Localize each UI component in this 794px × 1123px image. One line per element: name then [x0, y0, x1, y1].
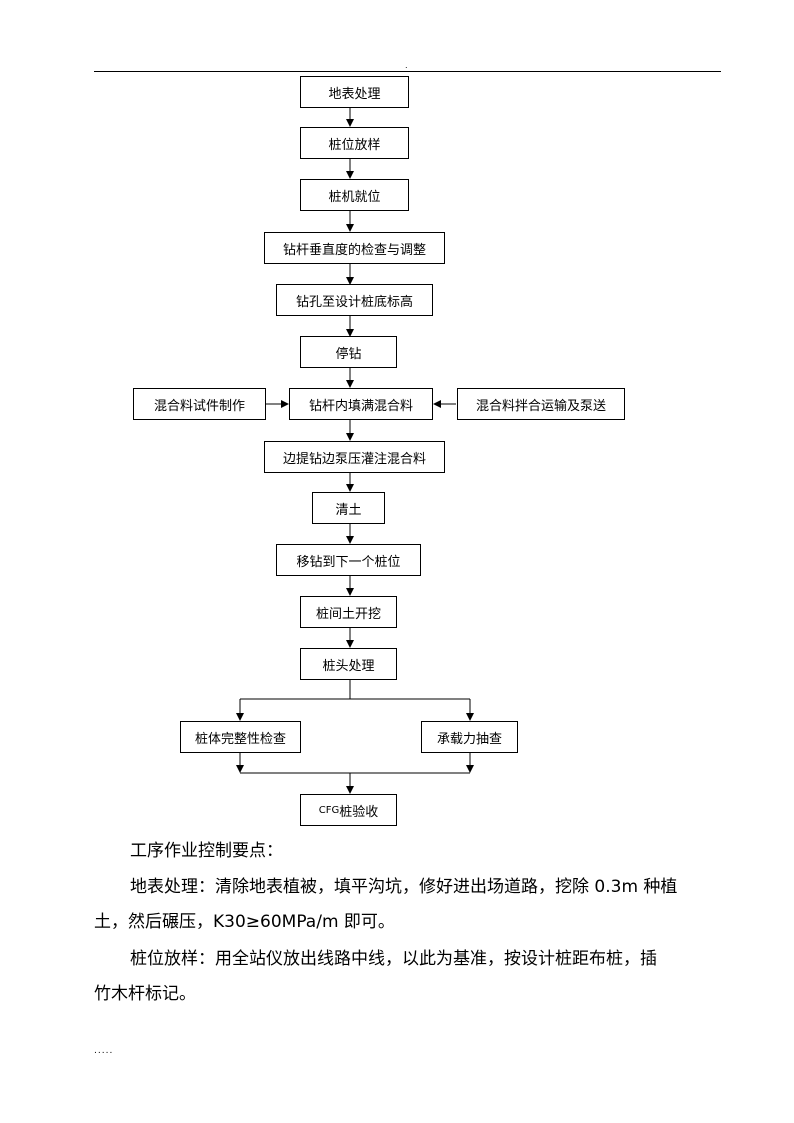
side-mixing-pumping: 混合料拌合运输及泵送	[457, 388, 625, 420]
step-drill-to-depth: 钻孔至设计桩底标高	[276, 284, 433, 316]
step-ground-treatment: 地表处理	[300, 76, 409, 108]
cfg-prefix: CFG	[318, 804, 340, 816]
step-move-rig: 移钻到下一个桩位	[276, 544, 421, 576]
paragraph-ground-treatment: 地表处理：清除地表植被，填平沟坑，修好进出场道路，挖除 0.3m 种植 土，然后…	[94, 870, 724, 940]
paragraph-pile-setting-out: 桩位放样：用全站仪放出线路中线，以此为基准，按设计桩距布桩，插 竹木杆标记。	[94, 942, 724, 1012]
header-rule	[94, 71, 721, 72]
header-dot: .	[405, 61, 408, 70]
step-stop-drill: 停钻	[300, 336, 397, 368]
cfg-suffix: 桩验收	[339, 804, 379, 820]
branch-integrity-check: 桩体完整性检查	[180, 721, 301, 753]
branch-capacity-test: 承载力抽查	[421, 721, 518, 753]
flowchart-connectors	[236, 107, 474, 794]
step-clear-soil: 清土	[312, 492, 385, 524]
p1-line1: 地表处理：清除地表植被，填平沟坑，修好进出场道路，挖除 0.3m 种植	[130, 877, 678, 897]
heading-control-points: 工序作业控制要点：	[130, 841, 283, 861]
step-fill-mixture: 钻杆内填满混合料	[289, 388, 433, 420]
step-pile-setting-out: 桩位放样	[300, 127, 409, 159]
p1-line2: 土，然后碾压，K30≥60MPa/m 即可。	[94, 912, 395, 932]
p2-line2: 竹木杆标记。	[94, 984, 196, 1004]
side-specimen-making: 混合料试件制作	[133, 388, 266, 420]
step-pump-pour: 边提钻边泵压灌注混合料	[264, 441, 445, 473]
step-verticality-check: 钻杆垂直度的检查与调整	[264, 232, 445, 264]
step-pile-head: 桩头处理	[300, 648, 397, 680]
p2-line1: 桩位放样：用全站仪放出线路中线，以此为基准，按设计桩距布桩，插	[130, 949, 657, 969]
step-rig-positioning: 桩机就位	[300, 179, 409, 211]
footer-dots: .....	[94, 1046, 114, 1056]
step-excavation: 桩间土开挖	[300, 596, 397, 628]
